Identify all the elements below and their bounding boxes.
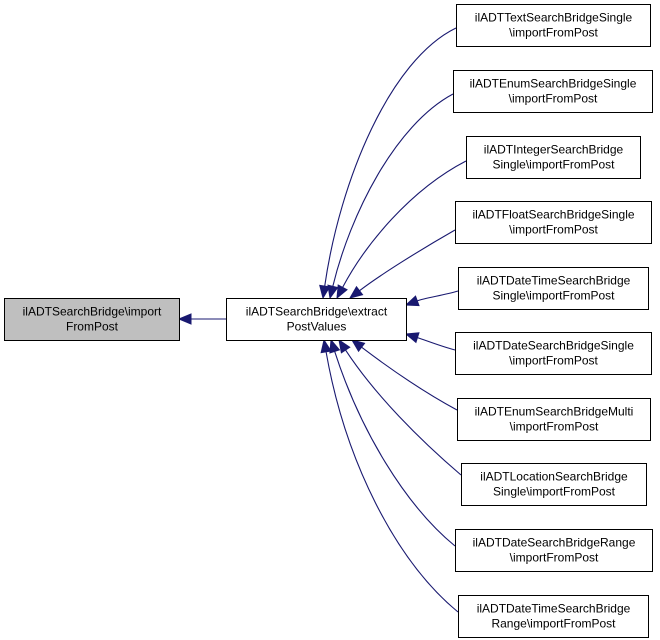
node-label-datetime-range-line-2: Range\importFromPost: [491, 617, 616, 631]
node-box-datetime-range[interactable]: [458, 595, 649, 638]
node-integer-single[interactable]: ilADTIntegerSearchBridgeSingle\importFro…: [466, 136, 641, 179]
node-date-range[interactable]: ilADTDateSearchBridgeRange\importFromPos…: [455, 529, 653, 572]
node-label-extract-line-2: PostValues: [287, 320, 347, 334]
edge-float-single-to-extract: [359, 229, 456, 292]
node-box-text-single[interactable]: [456, 4, 651, 47]
edge-datetime-range-to-extract: [325, 351, 459, 613]
node-label-date-single-line-2: \importFromPost: [509, 354, 598, 368]
edge-enum-multi-to-extract: [361, 346, 458, 411]
edge-text-single-to-extract: [324, 27, 457, 287]
node-label-enum-single-line-1: ilADTEnumSearchBridgeSingle: [470, 77, 637, 91]
node-label-date-range-line-1: ilADTDateSearchBridgeRange: [473, 536, 636, 550]
node-box-integer-single[interactable]: [466, 136, 641, 179]
node-datetime-range[interactable]: ilADTDateTimeSearchBridgeRange\importFro…: [458, 595, 649, 638]
node-label-location-single-line-2: Single\importFromPost: [493, 485, 616, 499]
node-text-single[interactable]: ilADTTextSearchBridgeSingle\importFromPo…: [456, 4, 651, 47]
node-label-date-single-line-1: ilADTDateSearchBridgeSingle: [473, 339, 634, 353]
node-label-enum-multi-line-1: ilADTEnumSearchBridgeMulti: [475, 405, 634, 419]
node-label-text-single-line-2: \importFromPost: [509, 26, 598, 40]
node-date-single[interactable]: ilADTDateSearchBridgeSingle\importFromPo…: [455, 332, 652, 375]
edge-integer-single-to-extract: [342, 160, 467, 288]
node-box-datetime-single[interactable]: [458, 267, 649, 310]
node-enum-single[interactable]: ilADTEnumSearchBridgeSingle\importFromPo…: [453, 70, 653, 113]
edge-date-range-to-extract: [334, 351, 456, 547]
node-label-datetime-single-line-2: Single\importFromPost: [492, 289, 615, 303]
edge-datetime-single-to-extract: [417, 290, 459, 302]
node-label-datetime-single-line-1: ilADTDateTimeSearchBridge: [477, 274, 631, 288]
node-label-enum-single-line-2: \importFromPost: [509, 92, 598, 106]
node-label-float-single-line-1: ilADTFloatSearchBridgeSingle: [472, 208, 634, 222]
arrowhead-text-single-to-extract: [319, 284, 331, 300]
node-enum-multi[interactable]: ilADTEnumSearchBridgeMulti\importFromPos…: [457, 398, 651, 441]
node-label-text-single-line-1: ilADTTextSearchBridgeSingle: [475, 11, 633, 25]
node-float-single[interactable]: ilADTFloatSearchBridgeSingle\importFromP…: [455, 201, 652, 244]
node-box-extract[interactable]: [226, 298, 407, 341]
node-box-enum-single[interactable]: [453, 70, 653, 113]
arrowhead-extract-to-focus: [177, 313, 192, 325]
arrowhead-enum-multi-to-extract: [350, 339, 366, 353]
node-label-float-single-line-2: \importFromPost: [509, 223, 598, 237]
arrowhead-datetime-single-to-extract: [404, 295, 420, 307]
node-focus: ilADTSearchBridge\importFromPost: [4, 298, 180, 341]
edge-location-single-to-extract: [345, 349, 462, 476]
node-datetime-single[interactable]: ilADTDateTimeSearchBridgeSingle\importFr…: [458, 267, 649, 310]
node-label-focus-line-1: ilADTSearchBridge\import: [23, 305, 162, 319]
node-label-integer-single-line-2: Single\importFromPost: [492, 158, 615, 172]
edges-layer: [177, 27, 467, 613]
arrowhead-enum-single-to-extract: [327, 284, 339, 300]
node-label-enum-multi-line-2: \importFromPost: [510, 420, 599, 434]
node-label-date-range-line-2: \importFromPost: [510, 551, 599, 565]
node-location-single[interactable]: ilADTLocationSearchBridgeSingle\importFr…: [461, 463, 647, 506]
node-box-enum-multi[interactable]: [457, 398, 651, 441]
node-box-focus: [4, 298, 180, 341]
node-label-integer-single-line-1: ilADTIntegerSearchBridge: [484, 143, 624, 157]
node-box-float-single[interactable]: [455, 201, 652, 244]
arrowhead-date-range-to-extract: [329, 338, 341, 354]
node-label-datetime-range-line-1: ilADTDateTimeSearchBridge: [477, 602, 631, 616]
node-label-extract-line-1: ilADTSearchBridge\extract: [246, 305, 388, 319]
arrowhead-location-single-to-extract: [338, 338, 351, 354]
node-label-location-single-line-1: ilADTLocationSearchBridge: [480, 470, 628, 484]
node-label-focus-line-2: FromPost: [66, 320, 119, 334]
nodes-layer: ilADTSearchBridge\importFromPostilADTSea…: [4, 4, 653, 638]
arrowhead-float-single-to-extract: [348, 285, 364, 299]
node-box-date-single[interactable]: [455, 332, 652, 375]
node-box-date-range[interactable]: [455, 529, 653, 572]
arrowhead-date-single-to-extract: [404, 332, 420, 344]
edge-date-single-to-extract: [417, 337, 456, 351]
edge-enum-single-to-extract: [332, 93, 454, 287]
node-box-location-single[interactable]: [461, 463, 647, 506]
arrowhead-datetime-range-to-extract: [320, 338, 332, 354]
arrowhead-integer-single-to-extract: [336, 284, 348, 300]
